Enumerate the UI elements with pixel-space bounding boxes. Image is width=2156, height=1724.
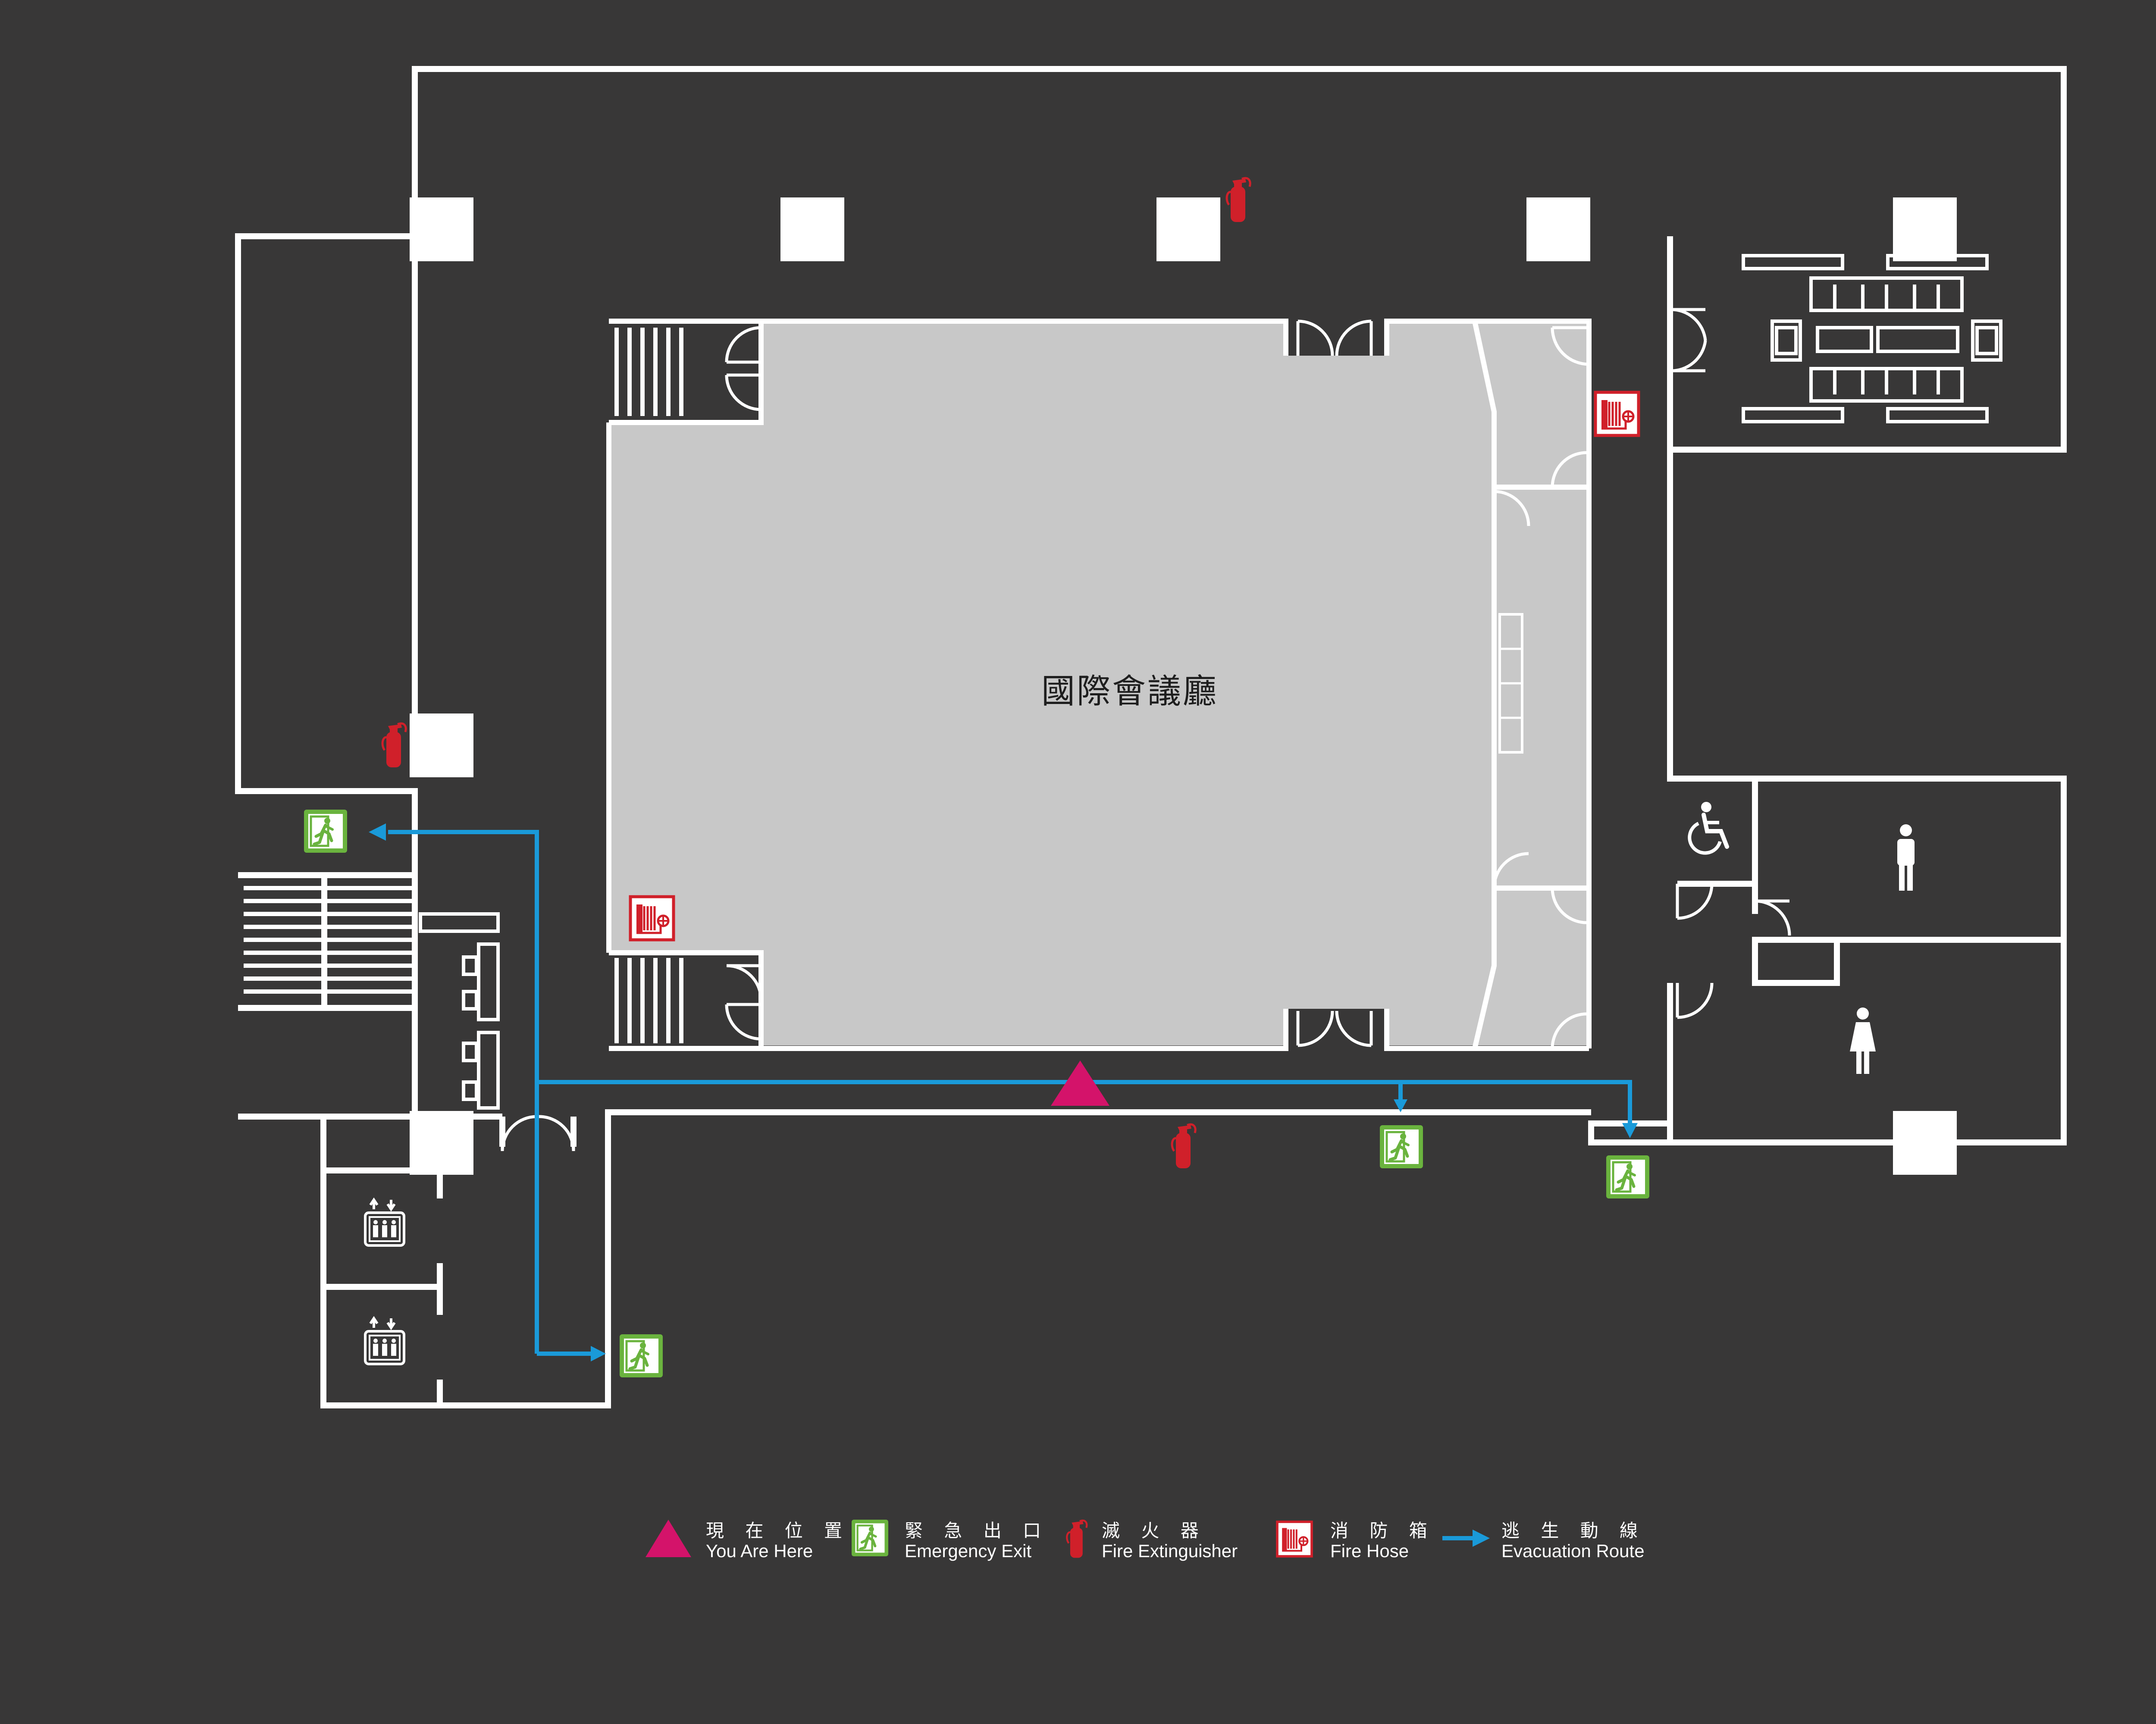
svg-text:消 防 箱: 消 防 箱 <box>1330 1520 1435 1541</box>
columns <box>410 197 1957 1175</box>
svg-text:現 在 位 置: 現 在 位 置 <box>706 1520 850 1541</box>
staircases <box>244 328 683 1043</box>
fire-hose-icon <box>1595 392 1639 435</box>
wheelchair-icon <box>1688 802 1729 855</box>
fire-extinguisher-icon <box>382 723 406 767</box>
emergency-exit-icon <box>1380 1125 1423 1168</box>
conference-hall: 國際會議廳 <box>501 308 1791 1151</box>
evacuation-routes <box>388 830 1632 1356</box>
route-arrowheads <box>369 823 1638 1361</box>
legend-fire-hose: 消 防 箱 Fire Hose <box>1277 1520 1435 1561</box>
svg-text:Fire Extinguisher: Fire Extinguisher <box>1102 1541 1238 1561</box>
svg-text:Evacuation Route: Evacuation Route <box>1501 1541 1645 1561</box>
svg-text:緊 急 出 口: 緊 急 出 口 <box>905 1520 1049 1541</box>
emergency-exit-icon <box>304 810 347 853</box>
room-label: 國際會議廳 <box>1041 672 1218 711</box>
svg-text:逃 生 動 線: 逃 生 動 線 <box>1501 1520 1645 1541</box>
emergency-exit-icon <box>620 1334 663 1377</box>
legend-evacuation-route: 逃 生 動 線 Evacuation Route <box>1442 1520 1645 1561</box>
svg-text:You Are Here: You Are Here <box>706 1541 813 1561</box>
svg-text:滅 火 器: 滅 火 器 <box>1102 1520 1206 1541</box>
magenta-triangle-icon <box>646 1520 691 1557</box>
running-man-exit-icon <box>852 1520 888 1556</box>
elevator-icon <box>365 1318 404 1364</box>
man-icon <box>1897 824 1915 891</box>
fire-extinguisher-icon <box>1172 1124 1195 1168</box>
legend-you-are-here: 現 在 位 置 You Are Here <box>646 1520 850 1561</box>
fire-hose-reel-icon <box>1277 1522 1312 1556</box>
fire-hose-icon <box>630 897 674 940</box>
elevator-icon <box>365 1200 404 1245</box>
svg-text:Emergency Exit: Emergency Exit <box>905 1541 1031 1561</box>
legend-fire-extinguisher: 滅 火 器 Fire Extinguisher <box>1067 1520 1238 1561</box>
emergency-exit-icon <box>1606 1155 1649 1198</box>
legend-emergency-exit: 緊 急 出 口 Emergency Exit <box>852 1520 1049 1561</box>
legend: 現 在 位 置 You Are Here 緊 急 出 口 Emergency E… <box>646 1520 1645 1561</box>
svg-text:Fire Hose: Fire Hose <box>1330 1541 1409 1561</box>
fire-extinguisher-icon <box>1067 1521 1087 1558</box>
lounge-furniture <box>1742 254 2002 423</box>
you-are-here-marker <box>1051 1061 1109 1106</box>
fire-extinguisher-icon <box>1227 178 1250 222</box>
counters <box>419 912 500 1110</box>
blue-arrow-icon <box>1442 1530 1490 1547</box>
woman-icon <box>1850 1007 1876 1074</box>
